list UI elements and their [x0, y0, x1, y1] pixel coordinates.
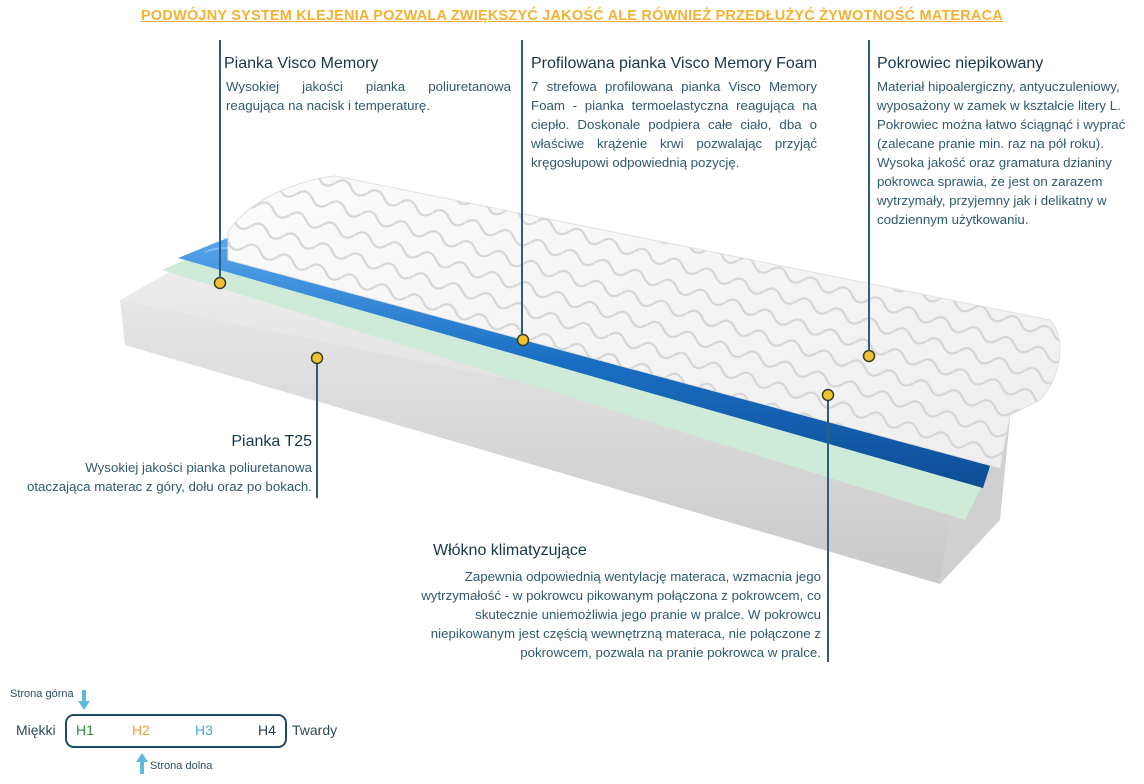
grade-h2: H2 [132, 722, 150, 738]
grade-h3: H3 [195, 722, 213, 738]
profiled-title: Profilowana pianka Visco Memory Foam [531, 55, 818, 72]
cover-line: wytrzymały, przyjemny jak i delikatny w [877, 193, 1107, 208]
marker-fiber [821, 388, 835, 402]
fiber-line: Zapewnia odpowiednią wentylację materaca… [464, 569, 821, 584]
cover-description: Materiał hipoalergiczny, antyuczuleniowy… [877, 77, 1142, 229]
leader-cover [868, 40, 870, 351]
visco-line: Wysokiej jakości pianka poliuretanowa [226, 79, 511, 94]
profiled-line: Foam - pianka termoelastyczna reagująca … [531, 98, 817, 113]
t25-line: otaczająca materac z góry, dołu oraz po … [26, 479, 312, 494]
firmness-scale [65, 714, 287, 748]
t25-title: Pianka T25 [231, 433, 312, 450]
fiber-line: skutecznie uniemożliwia jego pranie w pr… [475, 607, 821, 622]
profiled-description: 7 strefowa profilowana pianka Visco Memo… [531, 77, 817, 172]
cover-line: Materiał hipoalergiczny, antyuczuleniowy… [877, 79, 1120, 94]
marker-profiled [516, 333, 530, 347]
t25-description: Wysokiej jakości pianka poliuretanowa ot… [0, 458, 312, 496]
cover-line: wyposażony w zamek w kształcie litery L. [877, 98, 1121, 113]
visco-line: reagująca na nacisk i temperaturę. [226, 98, 430, 113]
base-foam-front [120, 300, 960, 584]
leader-t25 [316, 364, 318, 498]
cover-line: Wysoka jakość oraz gramatura dzianiny [877, 155, 1112, 170]
profiled-line: kręgosłupowi odpowiednią pozycję. [531, 155, 740, 170]
fiber-line: wytrzymałość - w pokrowcu pikowanym połą… [421, 588, 821, 603]
grade-h1: H1 [76, 722, 94, 738]
grade-h4: H4 [258, 722, 276, 738]
profiled-line: właściwe krążenie krwi pozwalając przyją… [531, 136, 817, 151]
fiber-line: niepikowanym jest częścią wewnętrzną mat… [430, 626, 821, 641]
fiber-description: Zapewnia odpowiednią wentylację materaca… [361, 567, 821, 662]
visco-description: Wysokiej jakości pianka poliuretanowa re… [226, 77, 511, 115]
fiber-title: Włókno klimatyzujące [433, 542, 587, 559]
cover-line: (zalecane pranie min. raz na pół roku). [877, 136, 1104, 151]
cover-line: Pokrowiec można łatwo ściągnąć i wyprać [877, 117, 1126, 132]
top-side-label: Strona górna [10, 688, 74, 700]
leader-fiber [827, 401, 829, 662]
fiber-line: pokrowcem, pozwala na pranie pokrowca w … [520, 645, 821, 660]
profiled-line: 7 strefowa profilowana pianka Visco Memo… [531, 79, 817, 94]
profiled-line: ciepło. Doskonale podpiera całe ciało, d… [531, 117, 817, 132]
visco-title: Pianka Visco Memory [224, 55, 379, 72]
bottom-side-arrow-icon [136, 753, 148, 774]
marker-visco [213, 276, 227, 290]
cover-title: Pokrowiec niepikowany [877, 55, 1044, 72]
t25-line: Wysokiej jakości pianka poliuretanowa [85, 460, 312, 475]
cover-line: pokrowca sprawia, że jest on zarazem [877, 174, 1103, 189]
banner-heading: PODWÓJNY SYSTEM KLEJENIA POZWALA ZWIĘKSZ… [141, 8, 1003, 24]
top-side-arrow-icon [78, 690, 90, 710]
bottom-side-label: Strona dolna [150, 760, 213, 772]
soft-label: Miękki [16, 722, 56, 738]
quilted-cover-pattern [228, 176, 1061, 468]
cover-line: codziennym użytkowaniu. [877, 212, 1029, 227]
leader-profiled [521, 40, 523, 335]
marker-cover [862, 349, 876, 363]
hard-label: Twardy [292, 722, 338, 738]
leader-visco [219, 40, 221, 278]
marker-t25 [310, 351, 324, 365]
